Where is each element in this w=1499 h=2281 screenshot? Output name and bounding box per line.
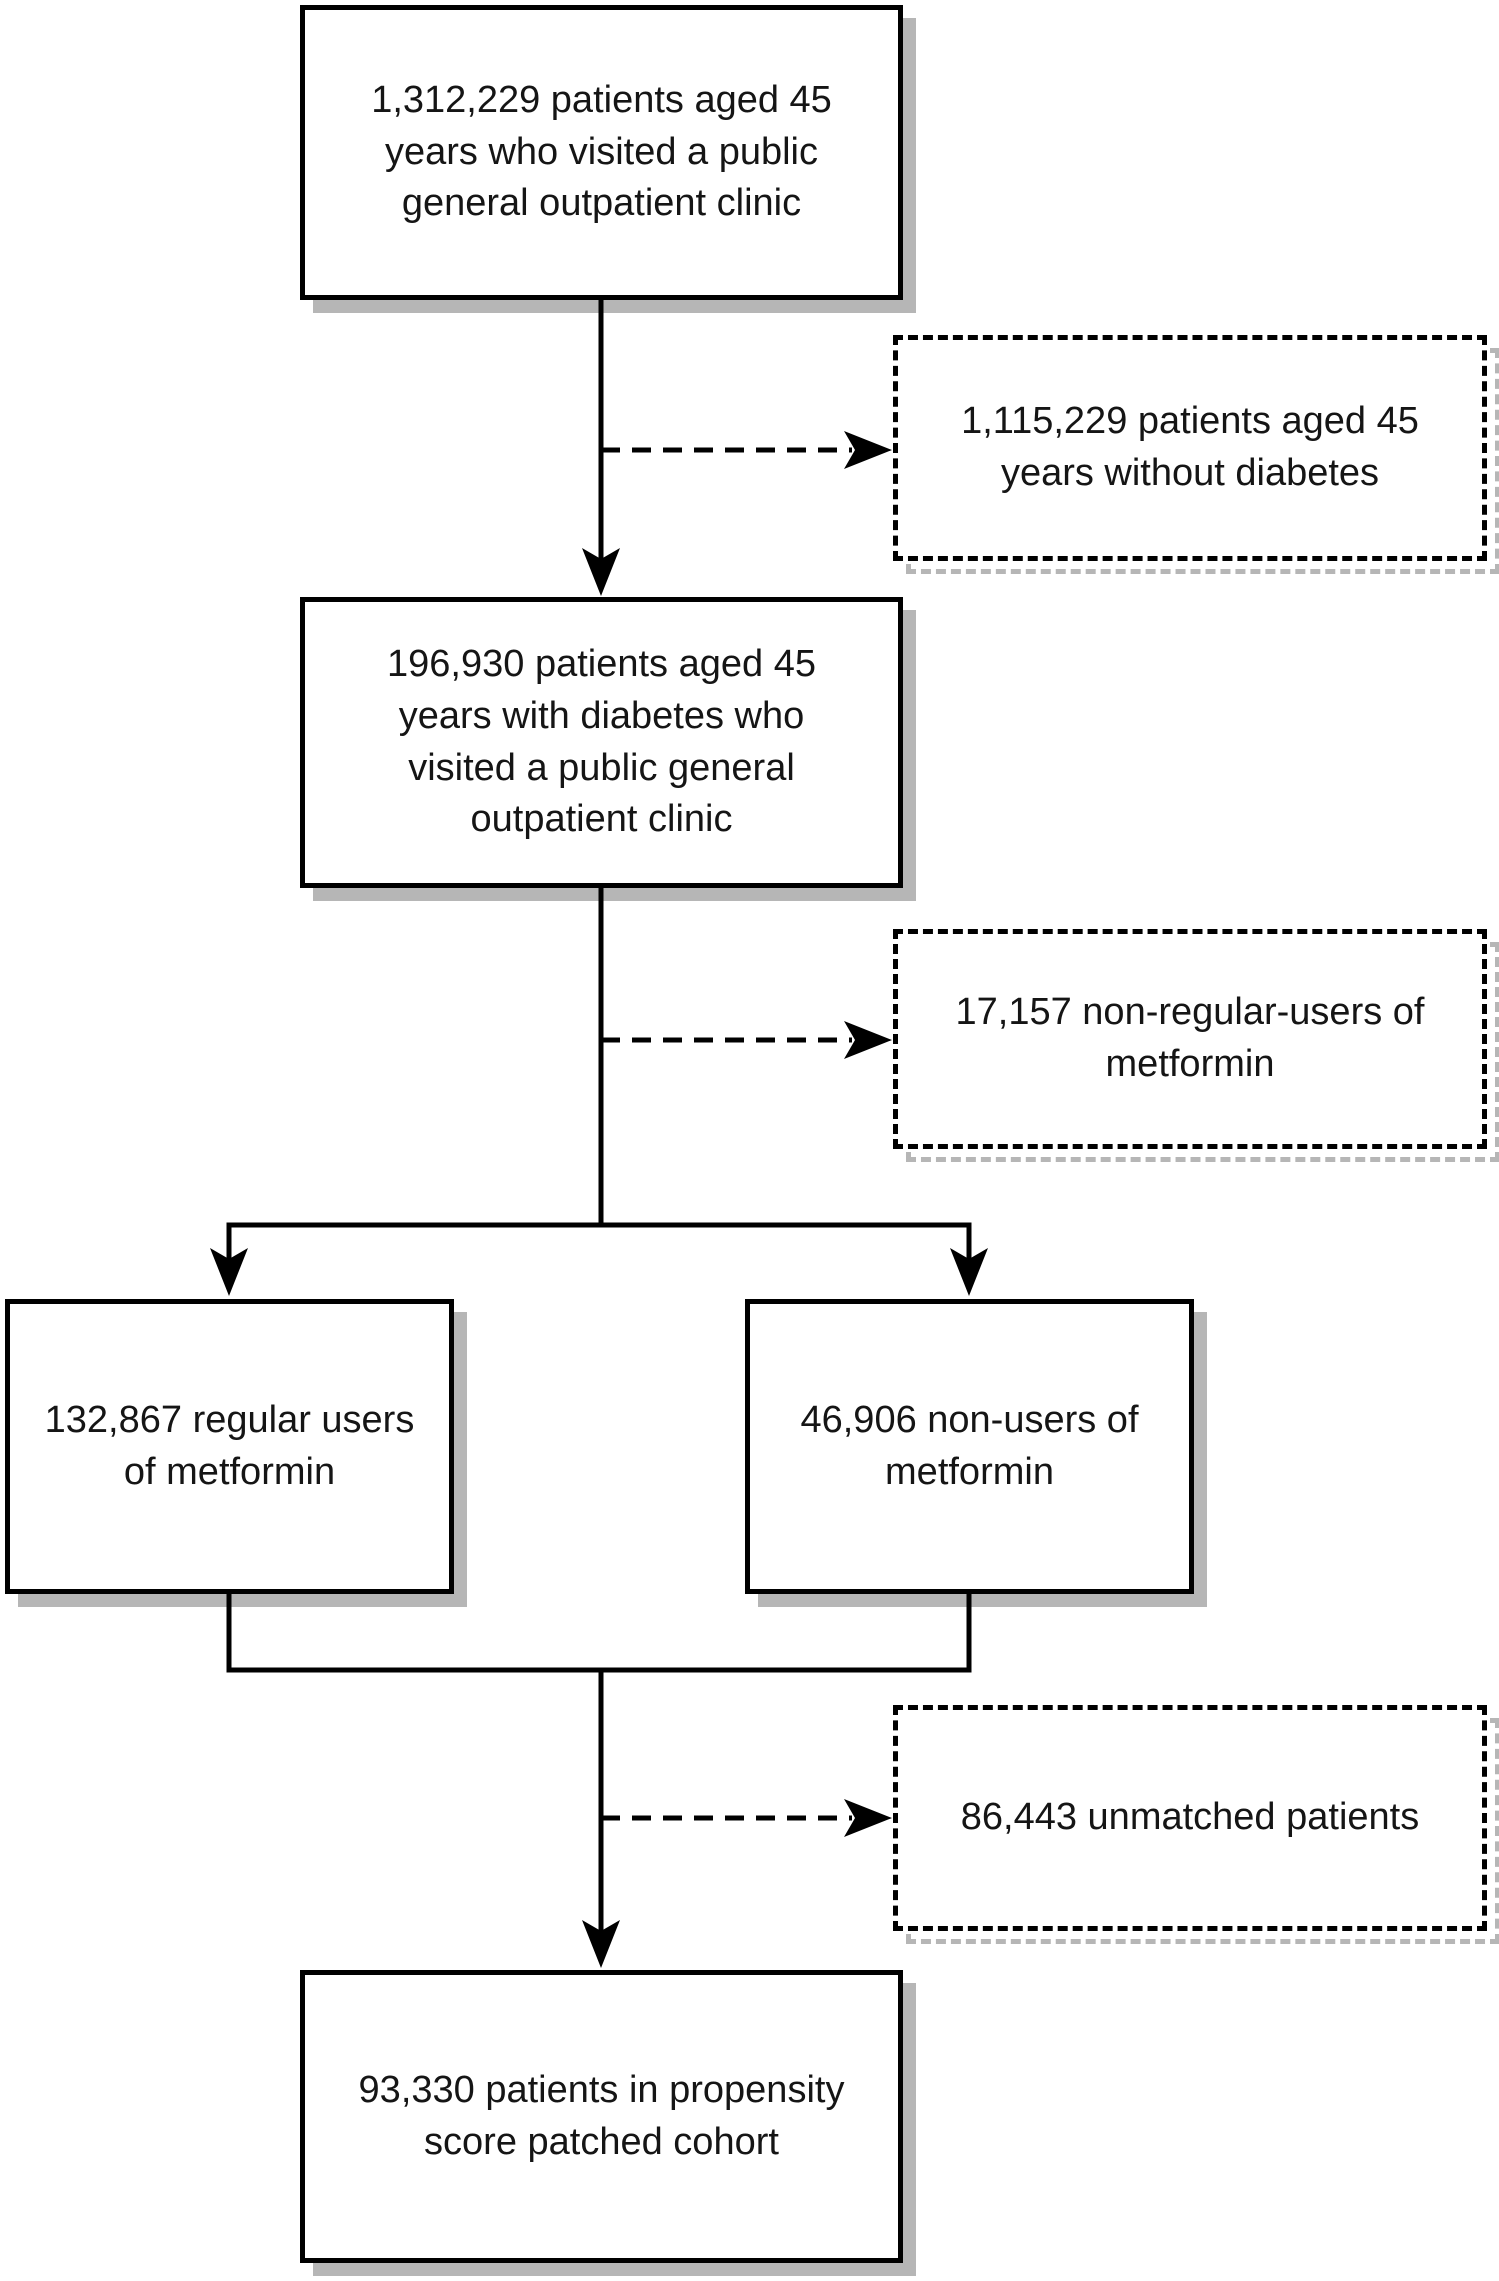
box-non-users-label: 46,906 non-users of metformin xyxy=(800,1398,1139,1493)
arrowhead-down-icon xyxy=(582,1920,620,1968)
arrowhead-right-icon xyxy=(844,431,892,469)
arrowhead-down-icon xyxy=(210,1248,248,1296)
box-excluded-unmatched-label: 86,443 unmatched patients xyxy=(960,1796,1420,1839)
arrowhead-down-icon xyxy=(582,548,620,596)
box-non-users: 46,906 non-users of metformin xyxy=(745,1299,1194,1594)
box-diabetes-patients: 196,930 patients aged 45 years with diab… xyxy=(300,597,903,888)
box-matched-cohort: 93,330 patients in propensity score patc… xyxy=(300,1970,903,2263)
box-regular-users-label: 132,867 regular users of metformin xyxy=(44,1398,415,1493)
arrowhead-right-icon xyxy=(844,1799,892,1837)
box-all-patients-label: 1,312,229 patients aged 45 years who vis… xyxy=(371,78,832,225)
arrowhead-right-icon xyxy=(844,1021,892,1059)
box-diabetes-patients-label: 196,930 patients aged 45 years with diab… xyxy=(387,643,816,841)
box-regular-users: 132,867 regular users of metformin xyxy=(5,1299,454,1594)
box-matched-cohort-label: 93,330 patients in propensity score patc… xyxy=(358,2068,845,2163)
box-excluded-without-diabetes-label: 1,115,229 patients aged 45 years without… xyxy=(961,400,1419,494)
box-excluded-without-diabetes: 1,115,229 patients aged 45 years without… xyxy=(893,335,1487,561)
box-excluded-unmatched: 86,443 unmatched patients xyxy=(893,1705,1487,1931)
arrowhead-down-icon xyxy=(950,1248,988,1296)
box-all-patients: 1,312,229 patients aged 45 years who vis… xyxy=(300,5,903,300)
box-excluded-non-regular-users-label: 17,157 non-regular-users of metformin xyxy=(955,991,1425,1085)
connector-split-bar xyxy=(226,1222,972,1262)
box-excluded-non-regular-users: 17,157 non-regular-users of metformin xyxy=(893,929,1487,1149)
